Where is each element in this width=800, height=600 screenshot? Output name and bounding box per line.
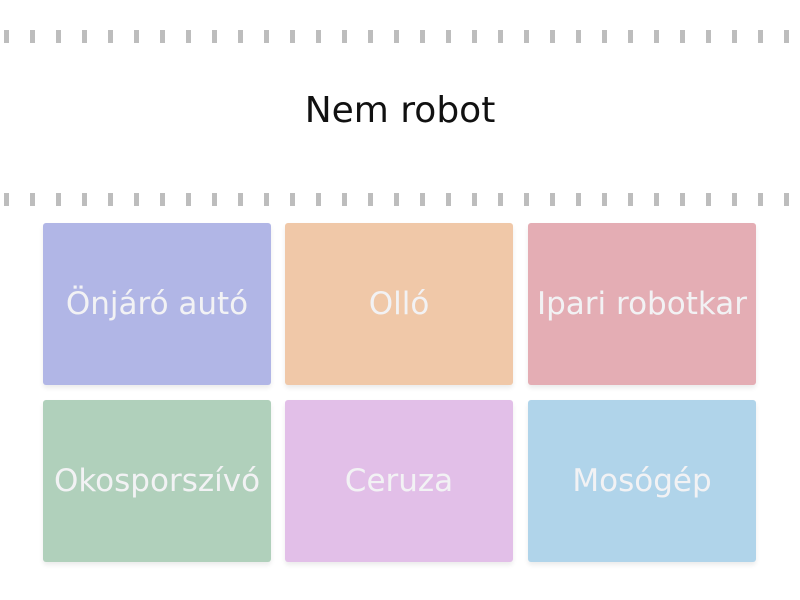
card-scissors[interactable]: Olló <box>285 223 513 385</box>
top-divider <box>0 30 800 43</box>
bottom-divider <box>0 193 800 206</box>
card-robot-vacuum[interactable]: Okosporszívó <box>43 400 271 562</box>
card-industrial-robot-arm[interactable]: Ipari robotkar <box>528 223 756 385</box>
card-washing-machine[interactable]: Mosógép <box>528 400 756 562</box>
card-pencil[interactable]: Ceruza <box>285 400 513 562</box>
drop-zone-title[interactable]: Nem robot <box>304 90 496 131</box>
card-self-driving-car[interactable]: Önjáró autó <box>43 223 271 385</box>
